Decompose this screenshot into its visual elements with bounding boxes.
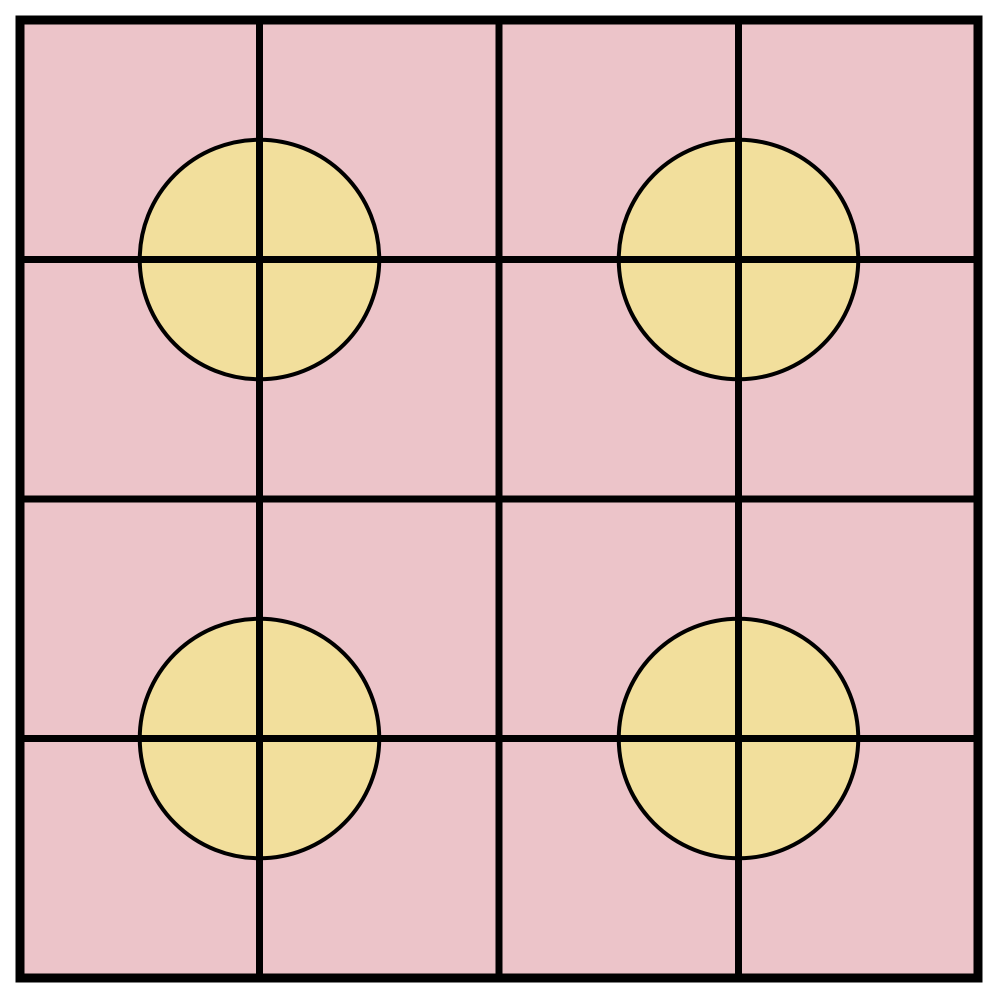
grid-border <box>15 15 983 983</box>
grid-lines <box>20 20 978 978</box>
